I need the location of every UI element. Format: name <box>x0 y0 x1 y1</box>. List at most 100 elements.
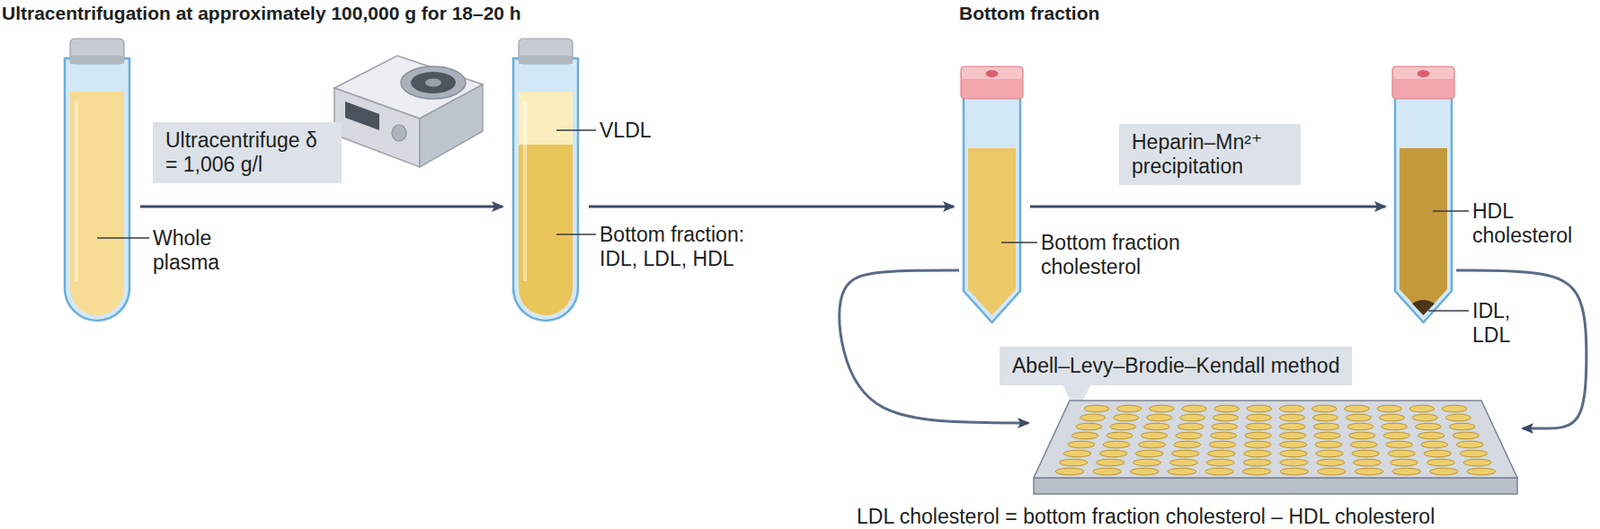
plate-well <box>1316 459 1345 467</box>
tube-cap <box>70 38 125 64</box>
plate-well <box>1246 405 1272 413</box>
plate-well <box>1141 432 1168 440</box>
plate-well <box>1280 468 1309 476</box>
plate-well <box>1208 450 1236 458</box>
tube-cap-top <box>1393 67 1454 80</box>
plate-well <box>1245 423 1272 431</box>
tube-node: Whole plasma <box>61 38 134 325</box>
plate-well <box>1456 441 1484 449</box>
plate-well <box>1063 450 1091 458</box>
plate-well <box>1133 459 1162 467</box>
plate-well <box>1071 432 1098 440</box>
tube-label: Bottom fraction: IDL, LDL, HDL <box>599 222 775 272</box>
plate-well <box>1113 414 1139 422</box>
plate-well <box>1099 450 1127 458</box>
plate-well <box>1214 405 1240 413</box>
test-tube <box>1392 66 1455 325</box>
flow-arrow <box>140 205 503 209</box>
plate-well <box>1423 450 1451 458</box>
plate-well <box>1177 423 1204 431</box>
plate-well <box>1210 432 1237 440</box>
tube-node: Bottom fraction cholesterol <box>960 66 1023 325</box>
plate-well <box>1243 459 1272 467</box>
plate-well <box>1466 468 1496 476</box>
plate-well <box>1146 414 1173 422</box>
plate-well <box>1429 468 1458 476</box>
plate-well <box>1136 450 1164 458</box>
liquid-layer <box>968 148 1016 316</box>
test-tube <box>960 66 1023 325</box>
plate-well <box>1244 441 1272 449</box>
plate-well <box>1084 405 1110 413</box>
plate-well <box>1381 423 1408 431</box>
leader-line <box>97 237 150 240</box>
plate-well <box>1409 405 1435 413</box>
plate-well <box>1349 432 1376 440</box>
rotor-lid <box>400 66 466 99</box>
plate-well <box>1096 459 1125 467</box>
plate-well <box>1412 414 1438 422</box>
section-heading: Ultracentrifugation at approximately 100… <box>1 2 522 25</box>
plate-well <box>1377 405 1403 413</box>
well-plate <box>1030 395 1521 500</box>
plate-well <box>1280 450 1307 458</box>
tube-body <box>513 58 578 321</box>
plate-side <box>1033 478 1518 495</box>
plate-well <box>1387 450 1415 458</box>
plate-well <box>1313 423 1340 431</box>
tube-cap-band <box>70 55 125 64</box>
plate-well <box>1059 459 1088 467</box>
pellet <box>1412 300 1435 316</box>
plate-well <box>1172 450 1200 458</box>
plate-well <box>1244 432 1272 440</box>
plate-well <box>1116 405 1142 413</box>
machine-knob <box>391 124 407 142</box>
plate-well <box>1280 459 1308 467</box>
plate-well <box>1418 432 1445 440</box>
plate-top <box>1033 400 1518 479</box>
leader-line <box>1432 210 1469 213</box>
plate-well <box>1149 405 1175 413</box>
plate-well <box>1421 441 1449 449</box>
plate-well <box>1242 468 1272 476</box>
plate-well <box>1106 432 1133 440</box>
plate-well <box>1245 414 1272 422</box>
tube-cap-band <box>518 55 573 64</box>
plate-well <box>1167 468 1197 476</box>
plate-well <box>1452 432 1479 440</box>
tube-cap-hole <box>1417 70 1431 78</box>
plate-well <box>1244 450 1272 458</box>
plate-well <box>1212 414 1238 422</box>
tube-cap <box>960 66 1023 99</box>
plate-well <box>1093 468 1122 476</box>
tube-body <box>64 58 130 321</box>
plate-well <box>1459 450 1487 458</box>
plate-well <box>1386 441 1414 449</box>
tube-label: HDL cholesterol <box>1472 199 1594 249</box>
tube-cap-hole <box>986 70 999 78</box>
plate-well <box>1312 414 1338 422</box>
plate-well <box>1279 414 1305 422</box>
plate-well <box>1448 423 1476 431</box>
section-heading: Bottom fraction <box>959 2 1100 25</box>
leader-line <box>1001 241 1038 244</box>
machine-display <box>345 101 380 131</box>
leader-line <box>1428 310 1469 312</box>
plate-well <box>1353 459 1382 467</box>
leader-line <box>556 233 596 236</box>
plate-well <box>1175 432 1202 440</box>
plate-well <box>1129 468 1159 476</box>
step-box: Heparin–Mn²⁺ precipitation <box>1119 124 1301 186</box>
tube-highlight <box>74 101 79 282</box>
plate-well <box>1354 468 1384 476</box>
plate-well <box>1350 441 1378 449</box>
tube-cap <box>1392 66 1455 99</box>
plate-well <box>1344 405 1370 413</box>
tube-cap-top <box>961 67 1023 80</box>
formula-text: LDL cholesterol = bottom fraction choles… <box>856 505 1435 529</box>
plate-well <box>1173 441 1201 449</box>
leader-line <box>556 129 596 132</box>
plate-well <box>1280 432 1307 440</box>
plate-well <box>1463 459 1492 467</box>
